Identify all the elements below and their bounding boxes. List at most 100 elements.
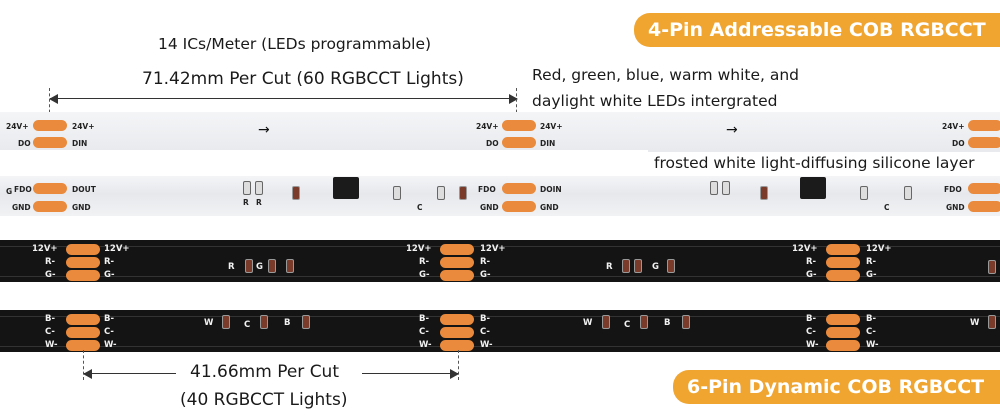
pad-label-din-mid: DIN xyxy=(540,139,556,148)
b2-pad-c-right xyxy=(826,327,860,338)
top-measure-line xyxy=(49,94,518,104)
b2-label-c-rr: C- xyxy=(866,327,876,337)
resistor-r6 xyxy=(904,186,912,200)
pad-label-din-left: DIN xyxy=(72,139,88,148)
led-description-line2: daylight white LEDs intergrated xyxy=(532,92,778,110)
pad-label-24v-left: 24V+ xyxy=(6,122,29,131)
b1-label-12v-m: 12V+ xyxy=(406,244,432,254)
pad-label-gnd-mid-b: GND xyxy=(540,203,559,212)
pad-label-doin-mid: DOIN xyxy=(540,185,562,194)
b2-label-b-r: B- xyxy=(806,314,817,324)
pad-label-fdo-right: FDO xyxy=(944,185,962,194)
b2-label-c-m: C- xyxy=(419,327,429,337)
b1-label-g-mr: G- xyxy=(480,270,491,280)
b1-label-r-mr: R- xyxy=(480,257,491,267)
comp-label-r2: R xyxy=(256,198,262,207)
silicone-layer-text: frosted white light-diffusing silicone l… xyxy=(654,154,975,172)
b2-comp-1 xyxy=(222,315,230,329)
b1-comp-3 xyxy=(286,259,294,273)
ic-chip-1 xyxy=(333,177,359,199)
b2-pad-w-mid xyxy=(440,340,474,351)
resistor-r4 xyxy=(710,181,718,195)
pad-24v-left xyxy=(33,120,67,131)
pad-label-do-right: DO xyxy=(952,139,965,148)
pad-label-gnd-right: GND xyxy=(946,203,965,212)
b2-label-w-m: W- xyxy=(419,340,432,350)
measure-tick-right xyxy=(516,88,517,118)
b2-label-w-rr: W- xyxy=(866,340,879,350)
top-title-badge: 4-Pin Addressable COB RGBCCT xyxy=(634,13,1000,47)
white-strip-gap xyxy=(0,150,648,178)
b2-comp-5 xyxy=(640,315,648,329)
trace-3 xyxy=(0,316,1000,317)
diode-3 xyxy=(760,186,768,200)
b1-comp-6 xyxy=(667,259,675,273)
bottom-measure-right-arrow xyxy=(450,369,459,379)
b1-label-12v-r: 12V+ xyxy=(792,244,818,254)
b1-comp-label-g: G xyxy=(256,262,263,272)
b2-pad-b-right xyxy=(826,314,860,325)
b1-label-g-lr: G- xyxy=(104,270,115,280)
pad-label-24v-mid-b: 24V+ xyxy=(540,122,563,131)
bottom-tick-right xyxy=(458,350,459,380)
pad-label-do-mid: DO xyxy=(486,139,499,148)
pad-24v-right xyxy=(968,120,1000,131)
pad-24v-mid xyxy=(502,120,536,131)
b2-comp-label-b2: B xyxy=(664,318,671,328)
pad-label-24v-right: 24V+ xyxy=(942,122,965,131)
b2-comp-6 xyxy=(682,315,690,329)
b1-label-g-l: G- xyxy=(45,270,56,280)
b1-label-g-r: G- xyxy=(806,270,817,280)
b2-comp-4 xyxy=(602,315,610,329)
b1-pad-12v-right xyxy=(826,244,860,255)
bottom-cut-length-text: 41.66mm Per Cut xyxy=(190,362,339,382)
b1-pad-12v-left xyxy=(66,244,100,255)
b1-label-12v-rr: 12V+ xyxy=(866,244,892,254)
b2-pad-w-left xyxy=(66,340,100,351)
measure-tick-left xyxy=(49,88,50,118)
pad-label-24v-left-b: 24V+ xyxy=(72,122,95,131)
b2-label-b-mr: B- xyxy=(480,314,491,324)
diode-1 xyxy=(292,186,300,200)
pad-do-mid xyxy=(502,137,536,148)
b2-comp-label-c2: C xyxy=(624,320,631,330)
pad-fdo-mid xyxy=(502,183,536,194)
trace-2 xyxy=(0,276,1000,277)
bottom-measure-line-left xyxy=(83,369,176,379)
b2-label-c-mr: C- xyxy=(480,327,490,337)
b2-label-w-lr: W- xyxy=(104,340,117,350)
b1-comp-5 xyxy=(634,259,642,273)
b2-label-w-r: W- xyxy=(806,340,819,350)
b2-pad-b-mid xyxy=(440,314,474,325)
measure-left-arrow xyxy=(49,94,58,104)
ics-per-meter-text: 14 ICs/Meter (LEDs programmable) xyxy=(158,35,432,53)
b2-comp-2 xyxy=(260,315,268,329)
b1-comp-2 xyxy=(268,259,276,273)
b1-comp-label-r: R xyxy=(228,262,235,272)
b1-label-r-m: R- xyxy=(419,257,430,267)
direction-arrow-1: → xyxy=(258,122,270,138)
capacitor-c1 xyxy=(393,186,401,200)
b2-label-b-m: B- xyxy=(419,314,430,324)
b1-pad-r-right xyxy=(826,257,860,268)
pad-gnd-left xyxy=(33,201,67,212)
comp-label-c2: C xyxy=(884,203,890,212)
pad-label-fdo-left: FDO xyxy=(14,185,32,194)
b2-comp-label-b: B xyxy=(284,318,291,328)
cut-length-text: 71.42mm Per Cut (60 RGBCCT Lights) xyxy=(142,69,464,89)
b1-label-r-rr: R- xyxy=(866,257,877,267)
b1-label-r-lr: R- xyxy=(104,257,115,267)
b1-label-r-r: R- xyxy=(806,257,817,267)
b1-pad-g-mid xyxy=(440,270,474,281)
bottom-lights-text: (40 RGBCCT Lights) xyxy=(180,390,348,410)
pad-label-g-left: G xyxy=(6,187,13,196)
pad-do-right xyxy=(968,137,1000,148)
resistor-r5 xyxy=(722,181,730,195)
trace-4 xyxy=(0,346,1000,347)
capacitor-c2 xyxy=(860,186,868,200)
b1-pad-r-mid xyxy=(440,257,474,268)
resistor-r2 xyxy=(255,181,263,195)
comp-label-r1: R xyxy=(243,198,249,207)
pad-fdo-left xyxy=(33,183,67,194)
b1-comp-label-g2: G xyxy=(652,262,659,272)
